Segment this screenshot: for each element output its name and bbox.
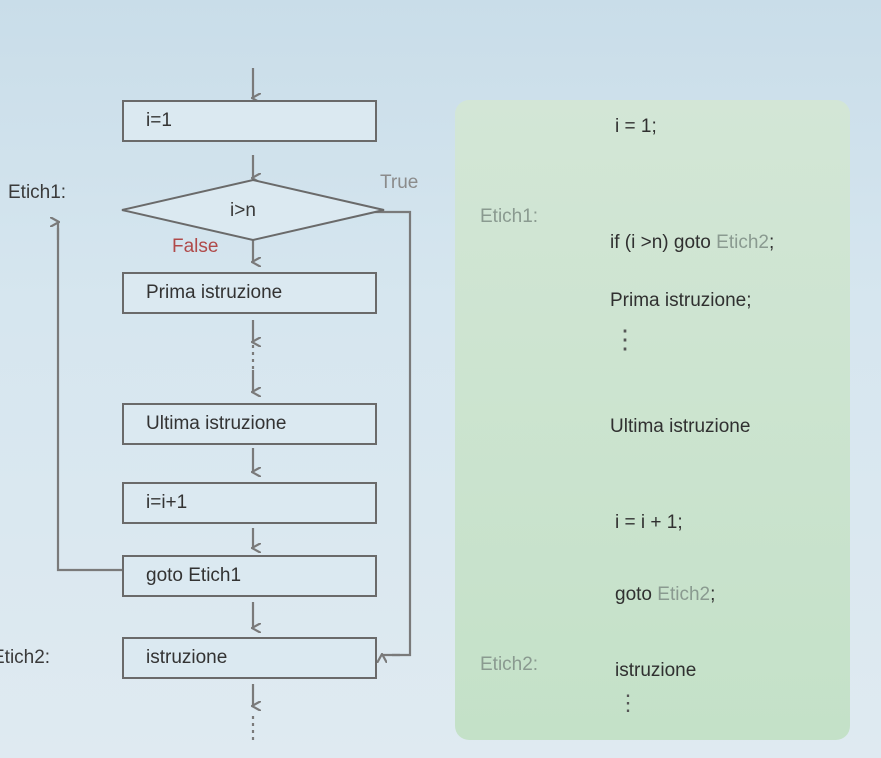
code-ellipsis-end: ⋮ (617, 690, 639, 715)
decision-text: i>n (230, 200, 256, 221)
true-branch-line (375, 210, 412, 657)
code-ellipsis-middle: ⋮ (612, 324, 638, 354)
box-final-instruction: istruzione (122, 637, 377, 679)
code-line-goto: goto Etich2; (615, 584, 715, 606)
code-goto-target: Etich2 (657, 584, 711, 605)
box-increment: i=i+1 (122, 482, 377, 524)
label-false: False (172, 236, 219, 257)
loop-back-line (56, 228, 123, 572)
code-goto-text: goto (615, 584, 658, 605)
code-line-incr: i = i + 1; (615, 512, 683, 533)
label-true: True (380, 172, 419, 193)
decision-diamond (121, 178, 385, 242)
code-line-first: Prima istruzione; (610, 290, 752, 311)
box-init: i=1 (122, 100, 377, 142)
box-first-instruction: Prima istruzione (122, 272, 377, 314)
box-last-instruction: Ultima istruzione (122, 403, 377, 445)
code-if-target: Etich2 (716, 232, 769, 253)
code-label-etich1: Etich1: (480, 206, 539, 227)
code-if-end: ; (768, 232, 775, 253)
code-line-final: istruzione (615, 660, 697, 681)
code-line-init: i = 1; (615, 116, 657, 137)
flow-label-etich2: Etich2: (0, 647, 51, 668)
code-line-last: Ultima istruzione (610, 416, 751, 437)
code-if-text: if (i >n) goto (610, 232, 717, 253)
code-label-etich2: Etich2: (480, 654, 539, 675)
box-goto: goto Etich1 (122, 555, 377, 597)
code-goto-end: ; (710, 584, 716, 605)
flow-label-etich1: Etich1: (8, 182, 67, 203)
code-line-if: if (i >n) goto Etich2; (610, 232, 774, 254)
code-panel (455, 100, 850, 740)
